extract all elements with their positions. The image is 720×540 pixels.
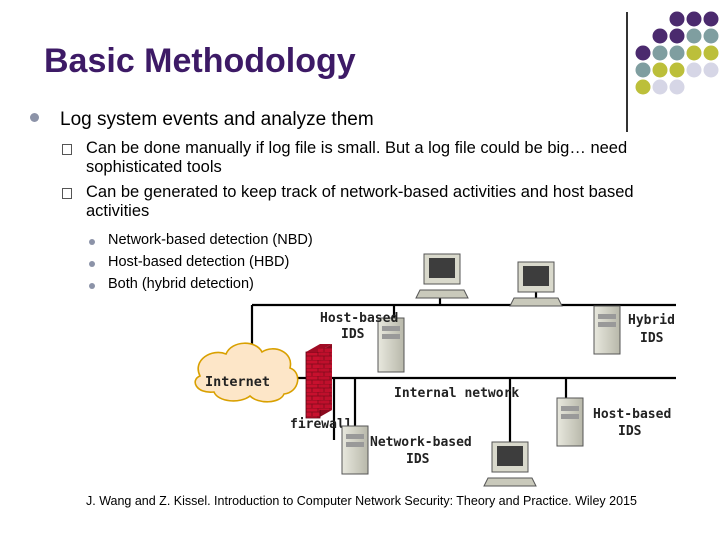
title-divider-line xyxy=(626,12,628,132)
decorative-dot xyxy=(703,11,719,27)
internal-network-label: Internal network xyxy=(394,386,519,401)
host-ids-top-label-line2: IDS xyxy=(341,327,365,342)
cloud-icon xyxy=(194,342,299,403)
decorative-dot xyxy=(652,62,668,78)
decorative-dot xyxy=(669,28,685,44)
decorative-dot xyxy=(703,45,719,61)
host-ids-right-label-line2: IDS xyxy=(618,424,642,439)
decorative-dot xyxy=(635,45,651,61)
computer-icon xyxy=(415,253,469,299)
bullet-dot-icon xyxy=(89,261,95,267)
server-tower-icon xyxy=(556,397,584,447)
hybrid-ids-label-line2: IDS xyxy=(640,331,664,346)
decorative-dot xyxy=(652,28,668,44)
server-tower-icon xyxy=(341,425,369,475)
checkbox-bullet-icon xyxy=(62,188,72,199)
decorative-dot xyxy=(703,62,719,78)
decorative-dot xyxy=(669,62,685,78)
decorative-dot xyxy=(686,11,702,27)
firewall-label: firewall xyxy=(290,417,353,432)
decorative-dot xyxy=(652,79,668,95)
network-ids-label-line1: Network-based xyxy=(370,435,472,450)
host-ids-top-label-line1: Host-based xyxy=(320,311,398,326)
computer-icon xyxy=(483,441,537,487)
bullet-level2-manual-log: Can be done manually if log file is smal… xyxy=(86,139,628,176)
decorative-dot xyxy=(669,11,685,27)
decorative-dot xyxy=(686,62,702,78)
citation: J. Wang and Z. Kissel. Introduction to C… xyxy=(86,494,637,508)
decorative-dot xyxy=(635,79,651,95)
network-ids-label-line2: IDS xyxy=(406,452,430,467)
server-tower-icon xyxy=(593,305,621,355)
decorative-dot xyxy=(669,79,685,95)
bullet-level3-hybrid: Both (hybrid detection) xyxy=(108,276,254,292)
slide-title: Basic Methodology xyxy=(44,42,356,80)
decorative-dot xyxy=(686,28,702,44)
firewall-icon xyxy=(305,344,332,419)
bullet-dot-icon xyxy=(30,113,39,122)
decorative-dot xyxy=(669,45,685,61)
bullet-level2-generated-log: Can be generated to keep track of networ… xyxy=(86,183,634,220)
bullet-dot-icon xyxy=(89,283,95,289)
internet-label: Internet xyxy=(205,374,270,390)
computer-icon xyxy=(509,261,563,307)
bullet-level3-hbd: Host-based detection (HBD) xyxy=(108,254,290,270)
server-tower-icon xyxy=(377,317,405,373)
decorative-dot xyxy=(703,28,719,44)
checkbox-bullet-icon xyxy=(62,144,72,155)
decorative-dot-grid xyxy=(635,11,719,95)
decorative-dot xyxy=(635,62,651,78)
bullet-dot-icon xyxy=(89,239,95,245)
host-ids-right-label-line1: Host-based xyxy=(593,407,671,422)
hybrid-ids-label-line1: Hybrid xyxy=(628,313,675,328)
bullet-level1: Log system events and analyze them xyxy=(60,109,374,130)
decorative-dot xyxy=(652,45,668,61)
decorative-dot xyxy=(686,45,702,61)
bullet-level3-nbd: Network-based detection (NBD) xyxy=(108,232,313,248)
